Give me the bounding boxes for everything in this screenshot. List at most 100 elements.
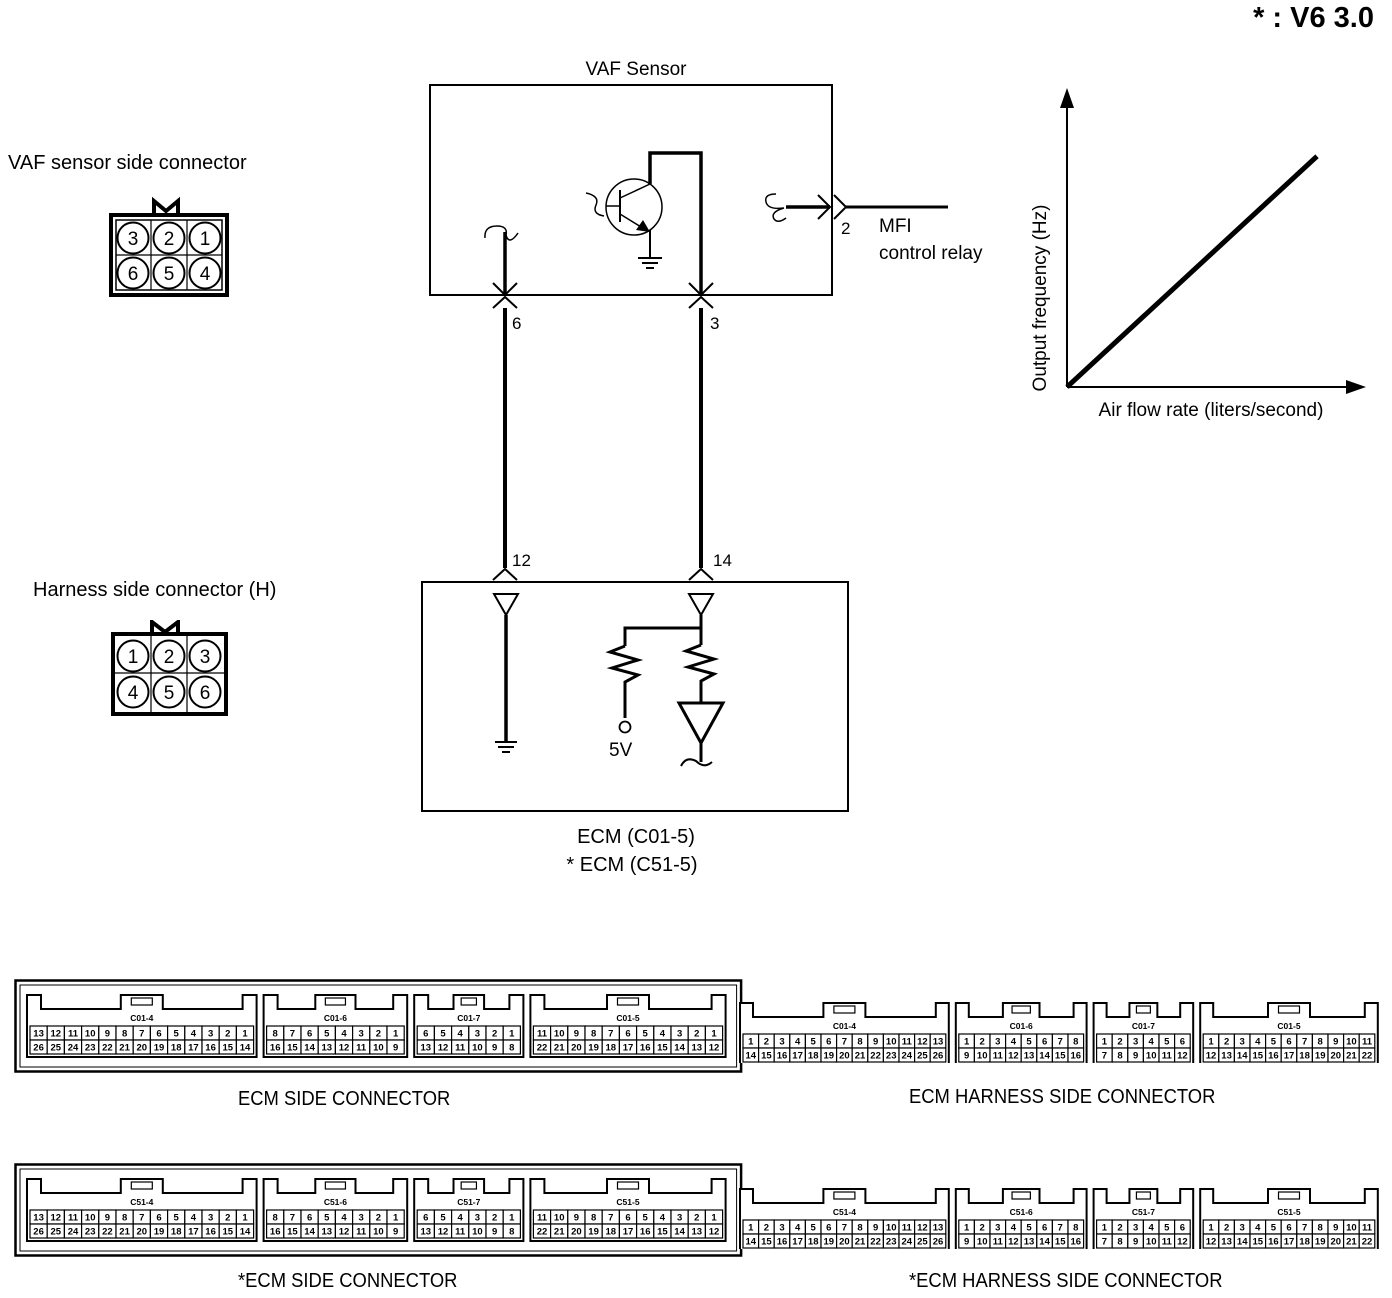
pin-number: 12 [438,1227,449,1238]
connector-pin-cell [929,1047,947,1063]
connector-pin-cell [1067,1047,1085,1063]
pin-number: 25 [917,1237,928,1248]
pin-number: 2 [1224,1223,1229,1234]
pin-number: 18 [606,1227,617,1238]
pin-number: 16 [777,1237,788,1248]
pin-number: 14 [304,1227,315,1238]
pin-row-bottom: 4 5 6 [116,675,222,709]
buffer-amplifier-icon [676,701,726,747]
pin-number: 12 [709,1227,720,1238]
pin-number: 17 [188,1227,199,1238]
pin-number: 15 [761,1051,772,1062]
pin-number: 10 [554,1029,565,1040]
pin-number: 2 [376,1213,381,1224]
connector-latch-icon [616,997,640,1006]
panel-frame-inner [19,984,738,1068]
pin-number: 16 [205,1043,216,1054]
pin-number: 23 [886,1237,897,1248]
pin-number: 20 [839,1237,850,1248]
series-resistor-icon [681,643,720,703]
pin-number: 20 [137,1227,148,1238]
pin-number: 1 [509,1029,515,1040]
pin-number: 7 [842,1037,847,1048]
pin-number: 12 [51,1029,62,1040]
wire-break-icon [484,225,519,241]
pin-number: 20 [571,1043,582,1054]
pin-number: 5 [440,1213,446,1224]
pin-number: 5 [1026,1223,1032,1234]
connector-pin-cell [1067,1233,1085,1249]
pin-number: 9 [574,1213,579,1224]
ground-icon [638,257,662,269]
pin-number: 1 [711,1029,717,1040]
connector-pin-cell [929,1233,947,1249]
pin-number: 16 [1071,1237,1082,1248]
pin-number: 4 [1149,1223,1155,1234]
pin-number: 6 [625,1029,630,1040]
pin-number: 7 [139,1213,144,1224]
pin-number: 19 [1315,1051,1326,1062]
pin-number: 5 [324,1029,330,1040]
pin-number: 13 [1024,1237,1035,1248]
pin-number: 14 [240,1043,251,1054]
pin-number: 8 [122,1213,127,1224]
connector-latch-icon [460,997,478,1006]
pin-number: 13 [1221,1237,1232,1248]
pin-number: 20 [571,1227,582,1238]
pin-number: 5 [164,264,175,285]
pin-number: 11 [1362,1037,1373,1048]
connector-pin [116,675,150,709]
pin-number: 4 [458,1213,464,1224]
connector-terminal-icon [492,282,518,297]
pin-number: 7 [1302,1223,1307,1234]
pin-number: 5 [1164,1223,1170,1234]
pin-number: 11 [68,1029,79,1040]
pin-number: 3 [677,1029,682,1040]
connector-name: C51-6 [324,1197,347,1207]
wire-break-icon [680,758,713,767]
connector-name: C51-5 [1277,1207,1300,1217]
pin-number: 11 [537,1213,548,1224]
pin-number: 12 [1206,1051,1217,1062]
harness-side-connector: 1 2 3 4 5 6 [111,620,228,716]
pin-number: 4 [1255,1037,1261,1048]
pin-number: 23 [85,1043,96,1054]
connector-name: C01-4 [130,1013,153,1023]
pin-number: 3 [359,1029,364,1040]
pin-number: 3 [475,1213,480,1224]
pin-number: 5 [1164,1037,1170,1048]
wire-collector [648,151,703,294]
pin-number: 8 [1117,1237,1122,1248]
connector-name: C51-4 [130,1197,153,1207]
pin-number: 11 [993,1237,1004,1248]
connector-pin [188,675,222,709]
pin-number: 5 [174,1213,180,1224]
pin-number: 26 [33,1043,44,1054]
connector-pin [116,221,150,255]
pin-number: 10 [1346,1223,1357,1234]
input-terminal-icon [492,593,520,618]
connector-terminal-icon [492,567,518,581]
pin-number: 25 [917,1051,928,1062]
pin-number: 19 [1315,1237,1326,1248]
pin-number: 1 [1208,1223,1214,1234]
pin-number: 4 [795,1223,801,1234]
connector-pin [152,639,186,673]
pin-number: 9 [873,1223,878,1234]
pin-number: 13 [33,1213,44,1224]
pin-number: 3 [1240,1037,1245,1048]
pin-number: 4 [341,1029,347,1040]
pin-number: 12 [1177,1237,1188,1248]
connector-pin [116,256,150,290]
pin-number: 4 [191,1029,197,1040]
pin-number: 3 [128,229,139,250]
pin-number: 6 [826,1223,831,1234]
